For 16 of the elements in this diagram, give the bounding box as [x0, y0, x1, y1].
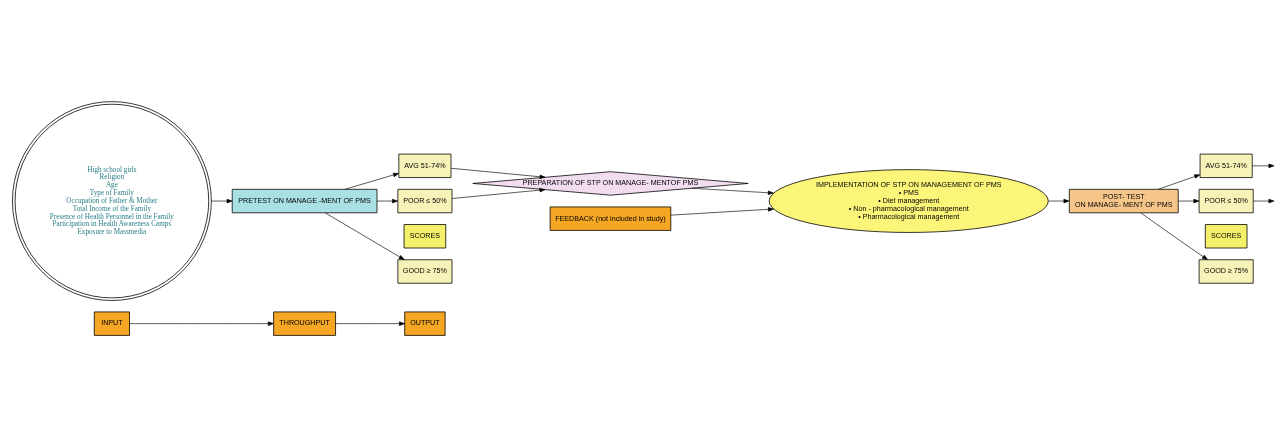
arrow	[1178, 198, 1200, 204]
arrow	[670, 207, 774, 216]
arrow	[1158, 174, 1201, 190]
arrow	[1140, 212, 1208, 260]
arrow	[344, 172, 400, 190]
arrow	[129, 321, 274, 326]
arrow	[1048, 198, 1070, 204]
arrow	[691, 187, 774, 195]
arrow	[1252, 163, 1275, 168]
arrow	[335, 321, 405, 326]
arrow	[211, 198, 233, 204]
arrow	[451, 188, 546, 199]
arrow	[324, 212, 405, 260]
arrow	[376, 198, 398, 204]
arrow	[450, 167, 546, 179]
arrow	[1253, 198, 1275, 204]
